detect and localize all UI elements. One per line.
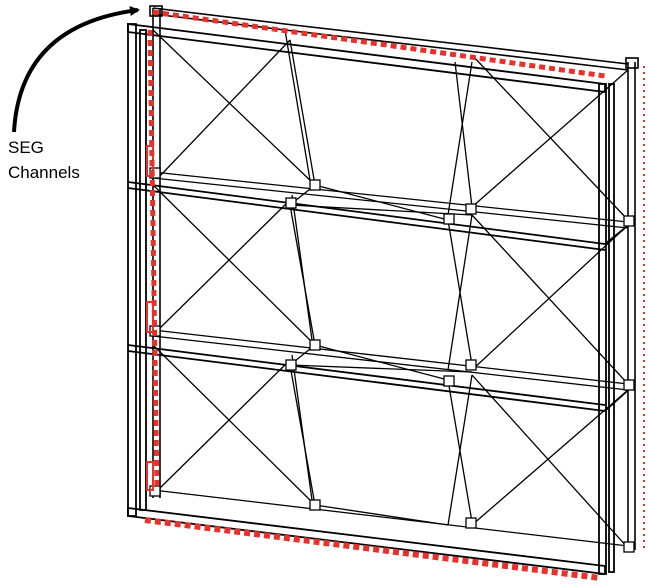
callout-label-line-1: SEG bbox=[8, 138, 44, 157]
seg-channels bbox=[144, 9, 645, 581]
front-frame bbox=[127, 22, 636, 576]
callout-label-line-2: Channels bbox=[8, 163, 80, 182]
scissor-bracing bbox=[152, 29, 629, 549]
curved-arrow-icon bbox=[12, 6, 140, 133]
hub-connectors bbox=[149, 167, 635, 553]
